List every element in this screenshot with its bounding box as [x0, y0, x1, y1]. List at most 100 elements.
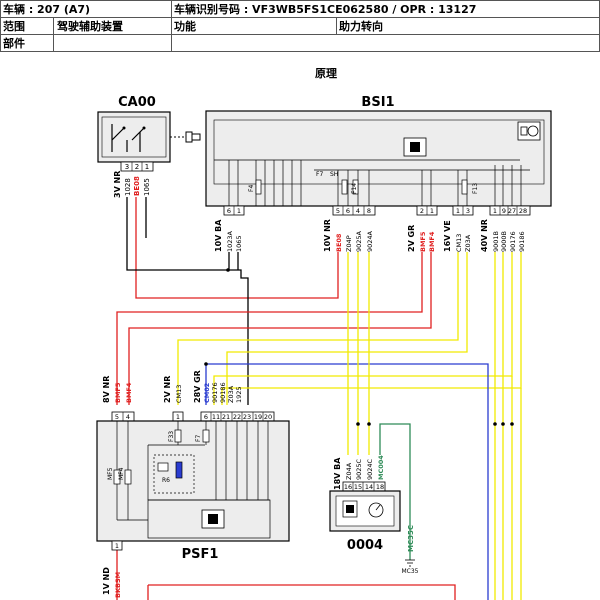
c0004-pin: 14 — [365, 483, 373, 491]
c0004-wire: 9025C — [355, 458, 363, 480]
ca00-wire: 1028 — [124, 178, 132, 196]
bsi-wire: BMF5 — [419, 231, 427, 252]
component-label: 部件 — [2, 35, 54, 51]
ca00-pin: 2 — [135, 163, 139, 171]
bsi-wire: 1023A — [226, 230, 234, 252]
psf-connector-label: 28V GR — [193, 370, 202, 403]
bsi-wire: BMF4 — [428, 231, 436, 252]
psf-wire: CM02 — [203, 383, 211, 403]
psf-pin: 20 — [264, 413, 272, 421]
bsi-connector-label: 10V BA — [214, 219, 223, 252]
psf1-title: PSF1 — [182, 547, 219, 562]
psf-connector-label: 1V ND — [102, 567, 111, 595]
bsi-pin: 1 — [430, 207, 434, 215]
c0004-pin: 18 — [376, 483, 384, 491]
bsi-pin: 6 — [346, 207, 350, 215]
psf-wire: BKBSM — [114, 572, 122, 598]
ca00-pins: 3 2 1 — [120, 161, 154, 172]
psf-internal-label: R6 — [162, 477, 170, 484]
ca00-component: CA00 3 2 1 3V NR 1028 BE08 — [97, 95, 201, 198]
c0004-wire: MC004 — [377, 455, 385, 480]
bsi-wire: 9001B — [492, 231, 500, 252]
bsi-pin: 9 — [502, 207, 506, 215]
bsi-pin: 2 — [420, 207, 424, 215]
bsi-wire: Z03A — [464, 234, 472, 252]
chip-icon — [403, 137, 427, 157]
c0004-wire: 9024C — [366, 458, 374, 480]
bsi-wire: 9000B — [500, 231, 508, 252]
bsi-pin: 6 — [227, 207, 231, 215]
bsi-wire: 90176 — [509, 231, 517, 252]
c0004-pin: 16 — [344, 483, 352, 491]
wire-cm13 — [177, 252, 459, 405]
psf-pin: 5 — [115, 413, 119, 421]
bsi1-title: BSI1 — [361, 95, 394, 110]
scope-label: 范围 — [2, 18, 54, 34]
wire-1028 — [126, 197, 228, 271]
ground-icon — [405, 559, 415, 567]
psf-internal-label: MF5 — [107, 467, 114, 480]
bsi-pin: 5 — [336, 207, 340, 215]
bsi-fuses — [255, 179, 468, 195]
bsi-pin: 28 — [519, 207, 527, 215]
header-table: 车辆 : 207 (A7) 车辆识别号码 : VF3WB5FS1CE062580… — [0, 0, 600, 52]
bsi-pin: 3 — [466, 207, 470, 215]
c0004-connector-label: 18V BA — [333, 457, 342, 490]
bsi-pin-strips — [223, 205, 531, 216]
junction-dots — [204, 268, 514, 426]
ground-ref: MC35 — [401, 568, 418, 575]
bsi-wire: 9025A — [355, 230, 363, 252]
bsi-pin: 1 — [493, 207, 497, 215]
wire-90176-a — [213, 252, 513, 405]
scope-value: 驾驶辅助装置 — [57, 20, 123, 33]
bsi-wire: BE08 — [335, 233, 343, 252]
psf1-component: 8V NR 2V NR 28V GR BMF5 BMF4 CM13 CM02 9… — [96, 370, 290, 598]
wire-1023a — [228, 252, 249, 405]
psf-wire: BMF5 — [114, 382, 122, 403]
psf-pin: 11 — [212, 413, 220, 421]
bsi-connector-label: 2V GR — [407, 225, 416, 252]
fuse-label: F7 — [316, 171, 323, 178]
bsi1-component: BSI1 — [205, 95, 552, 252]
wire-bkbsm — [116, 550, 456, 600]
psf-pin: 1 — [115, 542, 119, 550]
psf-pin: 23 — [243, 413, 251, 421]
bsi-connector-label: 16V VE — [443, 220, 452, 252]
mc35c-ground: MC35C MC35 — [401, 525, 418, 575]
ca00-connector-label: 3V NR — [113, 171, 122, 198]
psf-pin: 6 — [204, 413, 208, 421]
psf-pin: 21 — [222, 413, 230, 421]
c0004-component: 18V BA Z04A 9025C 9024C MC004 16 15 14 1… — [329, 455, 401, 553]
bsi-pin: 1 — [456, 207, 460, 215]
psf-pin: 19 — [254, 413, 262, 421]
component-empty-cell — [171, 34, 600, 52]
component-label-cell: 部件 — [0, 34, 172, 52]
c0004-pin: 15 — [354, 483, 362, 491]
ca00-title: CA00 — [118, 95, 156, 110]
bsi-wire: 9024A — [366, 230, 374, 252]
psf-wire: Z03A — [227, 385, 235, 403]
psf-wire: 90186 — [219, 382, 227, 403]
bsi-wire: Z04P — [345, 235, 353, 252]
bsi-wire: 90186 — [518, 231, 526, 252]
fuse-label: F4 — [248, 185, 255, 192]
psf-wire: 1925 — [235, 386, 243, 403]
wire-z03a — [226, 252, 468, 405]
wire-bmf5 — [116, 252, 423, 405]
wire-mc004 — [379, 423, 411, 560]
fuse-label: F13 — [472, 183, 479, 194]
bsi-connector-label: 10V NR — [323, 219, 332, 252]
c0004-title: 0004 — [347, 538, 383, 553]
psf-pin: 4 — [126, 413, 130, 421]
ca00-wire: 1065 — [143, 178, 151, 196]
psf-internal-label: MF4 — [118, 467, 125, 480]
wire-be08 — [135, 197, 339, 299]
module-icon — [517, 121, 541, 141]
ca00-pin: 3 — [125, 163, 129, 171]
psf-connector-label: 2V NR — [163, 376, 172, 403]
psf-wire: BMF4 — [125, 382, 133, 403]
bsi-connector-label: 40V NR — [480, 219, 489, 252]
psf-internal-label: F7 — [195, 435, 202, 442]
psf-internal-label: F33 — [168, 431, 175, 442]
